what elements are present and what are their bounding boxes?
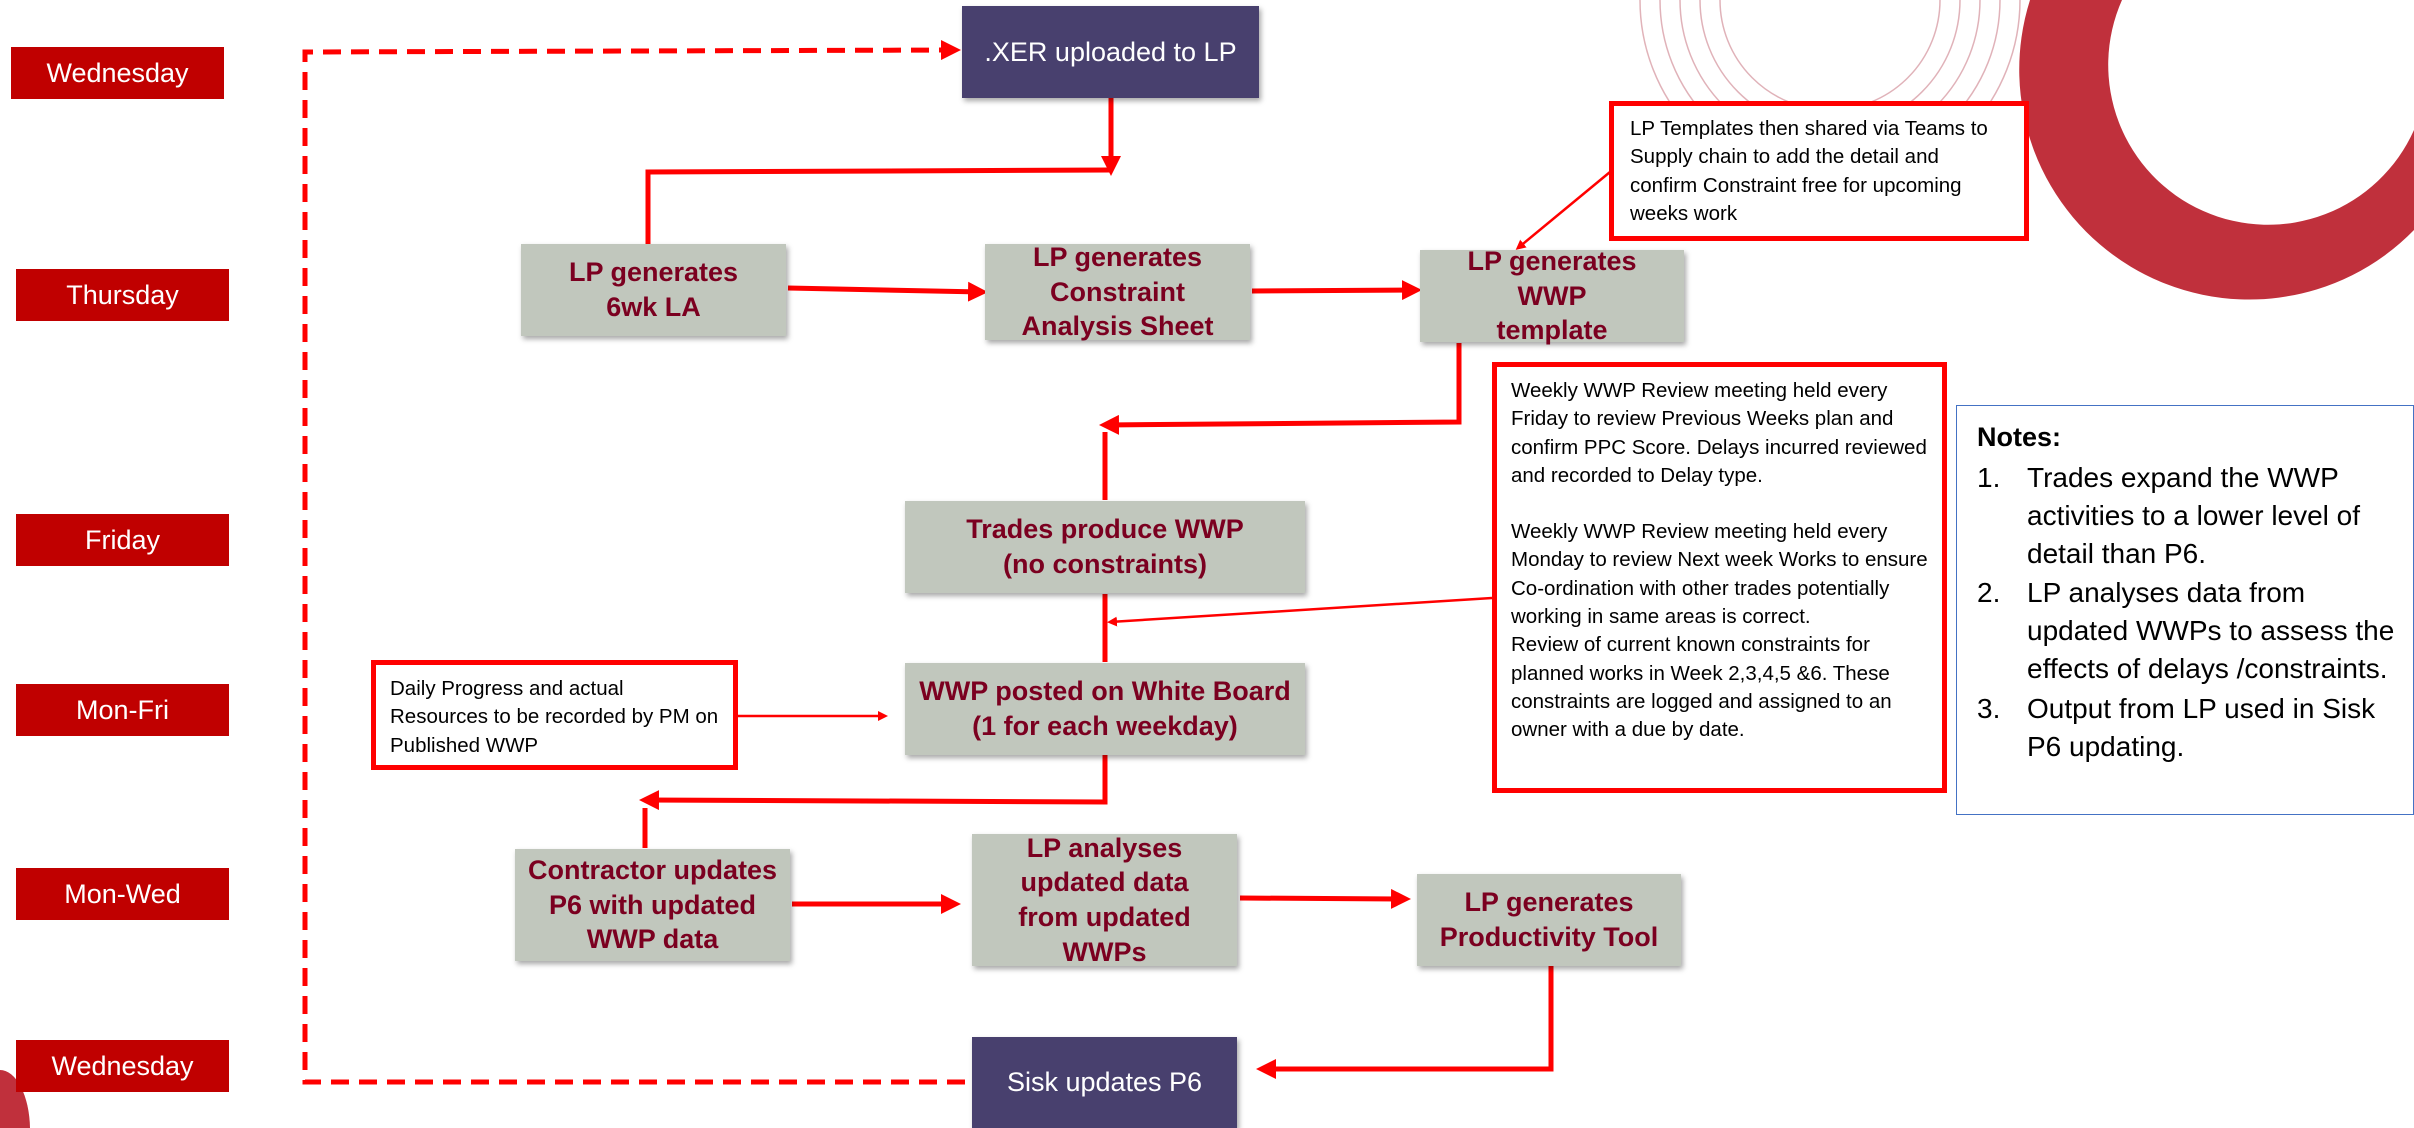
arrow-templates-callout <box>1515 171 1611 250</box>
day-label-mon-wed: Mon-Wed <box>16 868 229 920</box>
arrow-template-to-trades <box>1099 343 1462 435</box>
arrow-split-to-la <box>645 167 1112 244</box>
notes-item: 2. LP analyses data from updated WWPs to … <box>1977 574 2405 687</box>
constraints-review-text: Review of current known constraints for … <box>1511 633 1892 742</box>
arrow-la-to-cas <box>787 281 988 302</box>
lp-constraint-analysis-box: LP generates Constraint Analysis Sheet <box>985 242 1250 341</box>
wwp-white-board-box: WWP posted on White Board (1 for each we… <box>905 663 1305 755</box>
lp-analyses-data-box: LP analyses updated data from updated WW… <box>972 833 1237 967</box>
notes-item: 1. Trades expand the WWP activities to a … <box>1977 459 2405 572</box>
notes-item-text: Output from LP used in Sisk P6 updating. <box>2027 692 2376 762</box>
contractor-updates-p6-box: Contractor updates P6 with updated WWP d… <box>515 849 790 961</box>
xer-uploaded-box: .XER uploaded to LP <box>962 6 1259 98</box>
lp-productivity-tool-box: LP generates Productivity Tool <box>1417 874 1681 966</box>
sisk-updates-p6-box: Sisk updates P6 <box>972 1037 1237 1128</box>
weekly-review-monday-text: Weekly WWP Review meeting held every Mon… <box>1511 520 1928 628</box>
day-label-mon-fri: Mon-Fri <box>16 684 229 736</box>
notes-item-number: 3. <box>1977 692 2001 724</box>
weekly-review-callout: Weekly WWP Review meeting held every Fri… <box>1492 362 1947 793</box>
notes-item: 3. Output from LP used in Sisk P6 updatin… <box>1977 690 2405 766</box>
arrow-productivity-to-sisk <box>1256 966 1554 1079</box>
arrow-review-callout <box>1107 596 1493 627</box>
notes-item-text: Trades expand the WWP activities to a lo… <box>2027 462 2361 569</box>
notes-item-number: 2. <box>1977 577 2001 609</box>
daily-progress-callout: Daily Progress and actual Resources to b… <box>371 660 738 770</box>
day-label-friday: Friday <box>16 514 229 566</box>
day-label-thursday: Thursday <box>16 269 229 321</box>
notes-title: Notes: <box>1977 422 2062 452</box>
templates-shared-text: LP Templates then shared via Teams to Su… <box>1630 117 1988 225</box>
lp-6wk-la-box: LP generates 6wk LA <box>521 244 786 336</box>
notes-panel: Notes: 1. Trades expand the WWP activitie… <box>1956 405 2414 815</box>
day-label-wednesday-end: Wednesday <box>16 1040 229 1092</box>
notes-item-number: 1. <box>1977 462 2001 493</box>
templates-shared-callout: LP Templates then shared via Teams to Su… <box>1609 101 2029 241</box>
notes-item-text: LP analyses data from updated WWPs to as… <box>2027 577 2395 684</box>
arrow-analyses-to-productivity <box>1239 888 1411 909</box>
lp-wwp-template-box: LP generates WWP template <box>1420 246 1684 345</box>
arrow-cas-to-template <box>1251 280 1422 301</box>
arrow-whiteboard-to-contractor <box>639 755 1108 811</box>
notes-list: 1. Trades expand the WWP activities to a … <box>1977 459 2405 765</box>
daily-progress-text: Daily Progress and actual Resources to b… <box>390 677 719 757</box>
day-label-wednesday-start: Wednesday <box>11 47 224 99</box>
trades-produce-wwp-box: Trades produce WWP (no constraints) <box>905 501 1305 593</box>
weekly-review-friday-text: Weekly WWP Review meeting held every Fri… <box>1511 379 1927 487</box>
